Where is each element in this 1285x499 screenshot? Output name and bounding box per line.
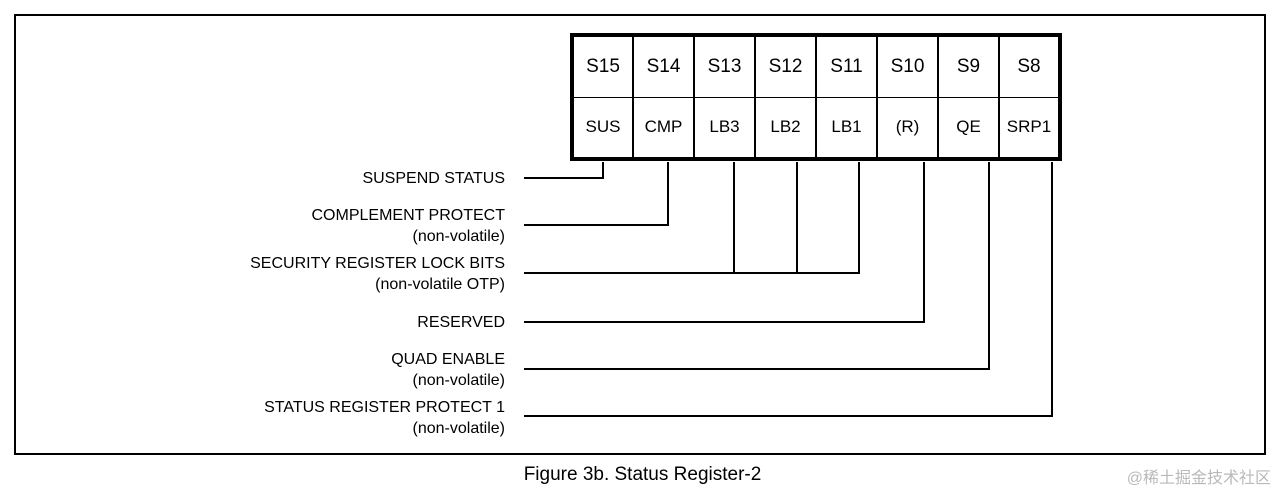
connector-reserved [524,162,925,323]
label-suspend-title: SUSPEND STATUS [362,170,505,187]
label-reserved-title: RESERVED [417,314,505,331]
figure-caption: Figure 3b. Status Register-2 [523,464,762,485]
bit-name-row: SUS CMP LB3 LB2 LB1 (R) QE SRP1 [570,96,1062,161]
connector-srp [524,162,1053,417]
status-register-2-table: S15 S14 S13 S12 S11 S10 S9 S8 SUS CMP LB… [570,33,1062,161]
watermark: @稀土掘金技术社区 [1126,470,1271,487]
name-cell-lb1: LB1 [815,96,878,161]
diagram-frame [14,14,1266,455]
bit-cell-s10: S10 [876,33,939,98]
name-cell-srp1: SRP1 [998,96,1062,161]
name-cell-sus: SUS [570,96,634,161]
bit-cell-s12: S12 [754,33,817,98]
label-complement-protect: COMPLEMENT PROTECT (non-volatile) [312,205,506,247]
bit-cell-s8: S8 [998,33,1062,98]
connector-quad [524,162,990,370]
name-cell-cmp: CMP [632,96,695,161]
label-quad-title: QUAD ENABLE [391,351,505,368]
bit-cell-s13: S13 [693,33,756,98]
label-security-title: SECURITY REGISTER LOCK BITS [250,255,505,272]
label-security-note: (non-volatile OTP) [375,276,505,293]
label-reserved: RESERVED [417,312,505,333]
name-cell-reserved: (R) [876,96,939,161]
bit-cell-s9: S9 [937,33,1000,98]
label-quad-note: (non-volatile) [412,372,505,389]
label-complement-note: (non-volatile) [412,228,505,245]
name-cell-lb3: LB3 [693,96,756,161]
connector-security [524,162,860,274]
bit-cell-s14: S14 [632,33,695,98]
name-cell-lb2: LB2 [754,96,817,161]
name-cell-qe: QE [937,96,1000,161]
label-suspend-status: SUSPEND STATUS [362,168,505,189]
label-quad-enable: QUAD ENABLE (non-volatile) [391,349,505,391]
label-status-register-protect: STATUS REGISTER PROTECT 1 (non-volatile) [264,397,505,439]
label-srp-note: (non-volatile) [412,420,505,437]
connector-complement [524,162,669,226]
bit-number-row: S15 S14 S13 S12 S11 S10 S9 S8 [570,33,1062,98]
bit-cell-s15: S15 [570,33,634,98]
label-srp-title: STATUS REGISTER PROTECT 1 [264,399,505,416]
label-complement-title: COMPLEMENT PROTECT [311,207,506,224]
connector-suspend [524,162,604,179]
label-security-lock-bits: SECURITY REGISTER LOCK BITS (non-volatil… [250,253,505,295]
